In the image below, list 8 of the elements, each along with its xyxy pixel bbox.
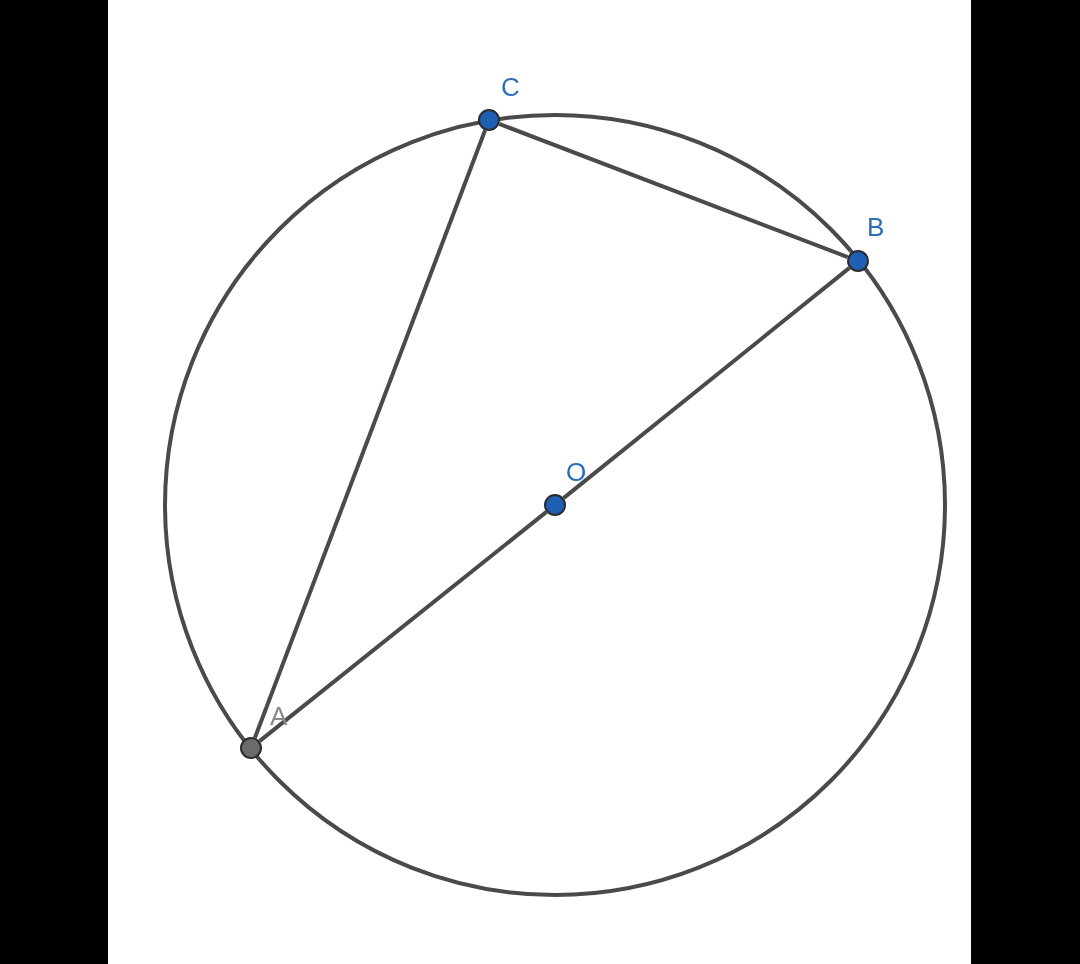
line-segment [498,122,849,259]
line-segment [258,510,548,743]
point-label: C [501,73,520,101]
point-label: A [270,702,288,730]
point-label: O [566,458,587,486]
line-segment [253,129,487,739]
point-label: B [867,213,885,241]
line-segment [562,266,851,500]
